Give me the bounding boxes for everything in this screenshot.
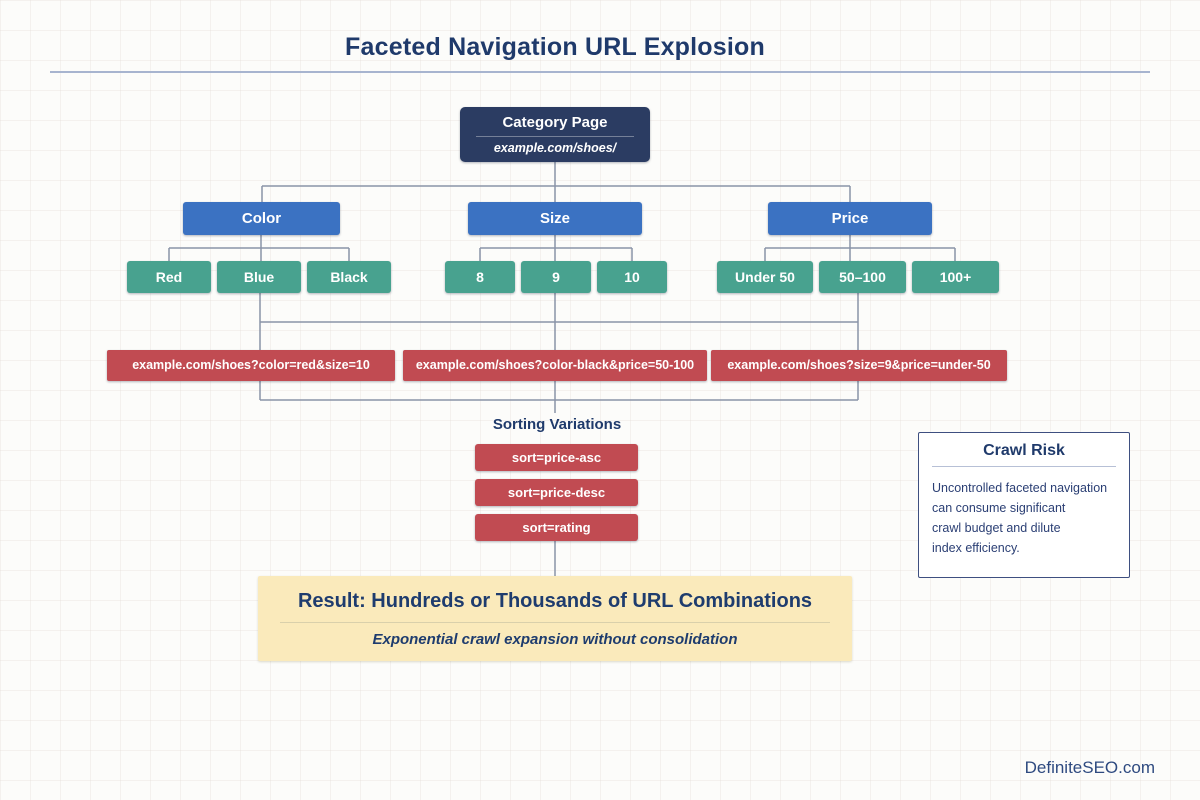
sort-node-price-desc: sort=price-desc bbox=[475, 479, 638, 506]
sort-node-rating: sort=rating bbox=[475, 514, 638, 541]
category-page-url: example.com/shoes/ bbox=[493, 141, 617, 155]
result-box: Result: Hundreds or Thousands of URL Com… bbox=[258, 576, 852, 661]
crawl-risk-title: Crawl Risk bbox=[983, 442, 1065, 459]
url-example-3: example.com/shoes?size=9&price=under-50 bbox=[711, 350, 1007, 381]
value-node-size-10: 10 bbox=[597, 261, 667, 293]
crawl-risk-text-line: Uncontrolled faceted navigation bbox=[932, 481, 1108, 495]
url-example-2: example.com/shoes?color-black&price=50-1… bbox=[403, 350, 707, 381]
crawl-risk-divider bbox=[932, 466, 1116, 467]
value-node-100-plus: 100+ bbox=[912, 261, 999, 293]
crawl-risk-box: Crawl Risk Uncontrolled faceted navigati… bbox=[918, 432, 1130, 578]
sort-node-price-asc: sort=price-asc bbox=[475, 444, 638, 471]
crawl-risk-text-line: index efficiency. bbox=[932, 541, 1020, 555]
value-node-black: Black bbox=[307, 261, 391, 293]
facet-node-size: Size bbox=[468, 202, 642, 235]
category-page-node: Category Page example.com/shoes/ bbox=[460, 107, 650, 162]
crawl-risk-text-line: can consume significant bbox=[932, 501, 1066, 515]
value-node-under-50: Under 50 bbox=[717, 261, 813, 293]
facet-node-color: Color bbox=[183, 202, 340, 235]
sorting-variations-heading: Sorting Variations bbox=[492, 416, 622, 433]
value-node-size-8: 8 bbox=[445, 261, 515, 293]
crawl-risk-text-line: crawl budget and dilute bbox=[932, 521, 1061, 535]
value-node-50-100: 50–100 bbox=[819, 261, 906, 293]
page-title: Faceted Navigation URL Explosion bbox=[345, 33, 765, 61]
title-divider bbox=[50, 71, 1150, 73]
category-page-title: Category Page bbox=[502, 114, 608, 131]
result-divider bbox=[280, 622, 830, 623]
url-example-1: example.com/shoes?color=red&size=10 bbox=[107, 350, 395, 381]
result-subtitle: Exponential crawl expansion without cons… bbox=[372, 631, 738, 648]
category-page-divider bbox=[476, 136, 634, 137]
value-node-blue: Blue bbox=[217, 261, 301, 293]
value-node-size-9: 9 bbox=[521, 261, 591, 293]
result-title: Result: Hundreds or Thousands of URL Com… bbox=[297, 590, 813, 612]
value-node-red: Red bbox=[127, 261, 211, 293]
footer-brand: DefiniteSEO.com bbox=[1024, 758, 1155, 777]
facet-node-price: Price bbox=[768, 202, 932, 235]
crawl-risk-body: Uncontrolled faceted navigation can cons… bbox=[919, 478, 1129, 558]
